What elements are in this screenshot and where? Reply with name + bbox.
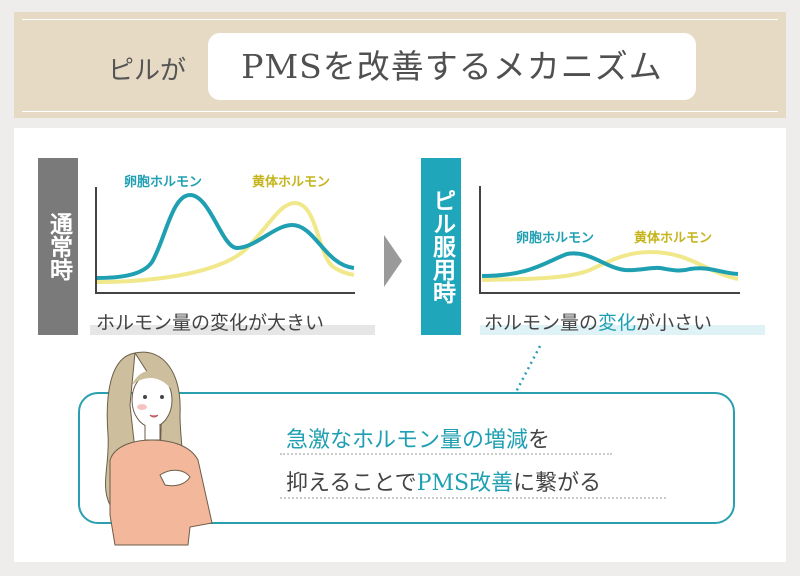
normal-caption: ホルモン量の変化が大きい	[96, 312, 325, 334]
message-emphasis: PMS改善	[416, 471, 514, 496]
pill-label: ピル服用時	[421, 158, 461, 335]
normal-chart	[95, 187, 355, 294]
message-line-2: 抑えることでPMS改善に繋がる	[286, 465, 601, 497]
message-emphasis: 急激なホルモン量の増減	[286, 428, 529, 453]
normal-label: 通常時	[38, 158, 78, 335]
caption-part: が小さい	[636, 312, 713, 334]
caption-part: ホルモン量の	[484, 312, 599, 334]
luteal-curve	[96, 200, 355, 284]
follicular-curve	[481, 251, 739, 278]
woman-illustration	[104, 351, 213, 546]
caption-emphasis: 変化	[598, 312, 637, 334]
title-prefix: ピルが	[108, 56, 187, 86]
dotted-underline	[280, 453, 612, 455]
legend-follicular: 卵胞ホルモン	[124, 175, 203, 190]
axes	[479, 186, 740, 294]
follicular-curve	[96, 192, 355, 280]
arrow-icon	[384, 235, 402, 287]
dotted-underline	[280, 497, 666, 499]
legend-luteal: 黄体ホルモン	[634, 231, 713, 246]
legend-luteal: 黄体ホルモン	[252, 175, 331, 190]
divider	[22, 111, 778, 112]
title-banner: ピルが PMSを改善するメカニズム	[14, 12, 786, 118]
message-line-1: 急激なホルモン量の増減を	[286, 422, 550, 454]
normal-label-text: 通常時	[45, 212, 72, 281]
caption-highlight	[90, 325, 375, 335]
message-text: を	[528, 428, 551, 453]
pill-caption: ホルモン量の変化が小さい	[484, 308, 712, 335]
axes	[95, 187, 355, 294]
pill-label-text: ピル服用時	[428, 189, 455, 304]
message-text: 抑えることで	[286, 471, 417, 496]
pill-chart	[479, 186, 740, 294]
divider	[22, 19, 778, 20]
message-text: に繋がる	[513, 471, 602, 496]
legend-follicular: 卵胞ホルモン	[516, 231, 595, 246]
luteal-curve	[481, 249, 739, 282]
page-title: PMSを改善するメカニズム	[208, 33, 696, 100]
dotted-connector	[514, 345, 542, 393]
caption-highlight	[480, 325, 765, 335]
